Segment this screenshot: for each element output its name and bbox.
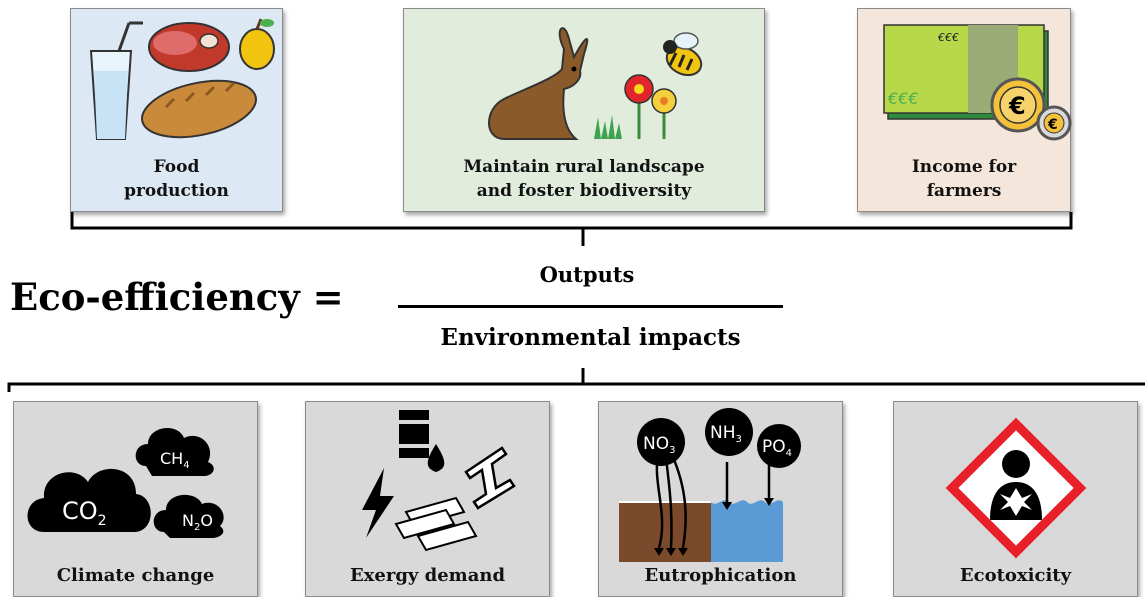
impacts-brace [7, 368, 1145, 392]
gas-clouds-icon: CO2 CH4 N2O [27, 427, 224, 538]
svg-text:NO3: NO3 [643, 434, 675, 456]
svg-text:CO2: CO2 [62, 497, 107, 529]
eutrophication-label: Eutrophication [644, 565, 797, 586]
resources-icon [362, 410, 516, 552]
biodiversity-icon [488, 27, 703, 140]
denominator-label: Environmental impacts [440, 324, 741, 351]
svg-text:€€€: €€€ [887, 89, 919, 108]
ecotoxicity-label: Ecotoxicity [959, 565, 1072, 586]
svg-text:CH4: CH4 [160, 449, 190, 471]
health-hazard-icon [945, 417, 1087, 559]
eco-efficiency-term: Eco-efficiency = [10, 275, 344, 319]
outputs-brace [70, 212, 1073, 246]
svg-text:PO4: PO4 [762, 437, 792, 459]
exergy-demand-card: Exergy demand [305, 401, 550, 597]
nutrient-runoff-icon: NO3 NH3 PO4 [619, 408, 801, 562]
food-icon [89, 18, 275, 140]
numerator-label: Outputs [539, 262, 635, 287]
fraction-bar [398, 305, 783, 308]
exergy-demand-label: Exergy demand [349, 565, 506, 586]
climate-change-label: Climate change [56, 565, 215, 586]
svg-text:€: € [1047, 117, 1058, 133]
svg-text:NH3: NH3 [710, 423, 742, 445]
svg-text:€: € [1008, 92, 1026, 120]
money-icon: €€€ €€€ € € [883, 24, 1072, 141]
ecotoxicity-card: Ecotoxicity [893, 401, 1138, 597]
svg-text:€€€: €€€ [937, 31, 959, 44]
eutrophication-card: NO3 NH3 PO4 Eutrophication [598, 401, 843, 597]
climate-change-card: CO2 CH4 N2O Climate change [13, 401, 258, 597]
svg-text:N2O: N2O [182, 511, 213, 533]
